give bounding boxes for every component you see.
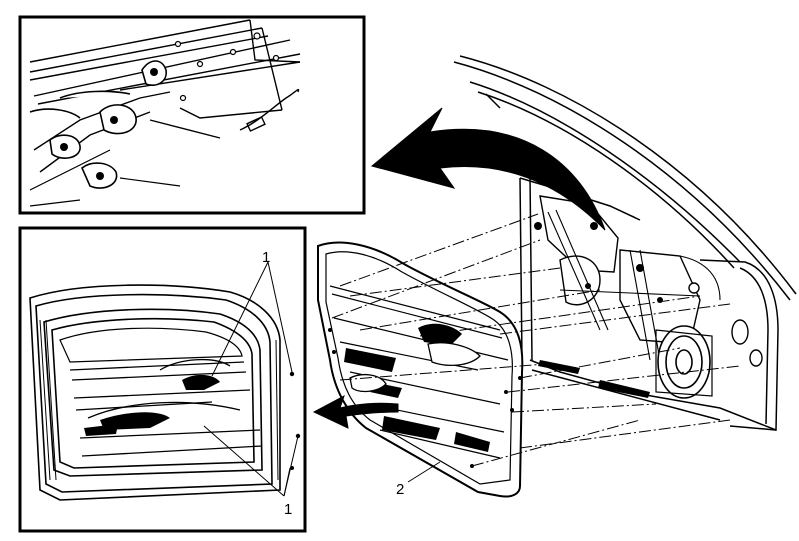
speaker-mount [655, 329, 713, 397]
door-overview-inset: 1 1 [18, 226, 307, 533]
door-trim-details [69, 358, 263, 457]
detail-handle-mechanism [29, 60, 167, 189]
callout-1-leaders [203, 261, 299, 497]
trim-panel-inner-edge [325, 251, 513, 485]
door-outline [29, 284, 281, 501]
callout-2-leader [407, 461, 441, 483]
detail-inset-handle-cable [18, 15, 366, 215]
callout-1-bottom: 1 [284, 501, 292, 518]
detail-lower-lines [29, 149, 181, 207]
callout-1-top: 1 [262, 249, 270, 266]
detail-dark-parts [60, 68, 158, 180]
alignment-lines [331, 213, 741, 467]
detail-fasteners [146, 32, 280, 102]
curved-arrow-up-left-icon [370, 107, 606, 231]
curved-arrow-left-icon [312, 394, 399, 429]
door-edge-strip [39, 319, 279, 481]
door-armrest-dark [84, 374, 220, 436]
trim-panel-lines [329, 285, 509, 459]
window-regulator [539, 195, 701, 345]
trim-panel-outline [317, 241, 524, 498]
speaker-icon [657, 325, 711, 399]
door-inset-frame [18, 226, 307, 533]
callout-2: 2 [396, 481, 404, 498]
door-trim-panel [317, 241, 524, 498]
door-dark-accents [534, 222, 663, 398]
detail-release-cable [149, 88, 300, 139]
trim-panel-handle [349, 342, 481, 393]
window-frame-arc [453, 55, 797, 301]
door-latch [688, 282, 763, 367]
door-window [59, 327, 243, 363]
